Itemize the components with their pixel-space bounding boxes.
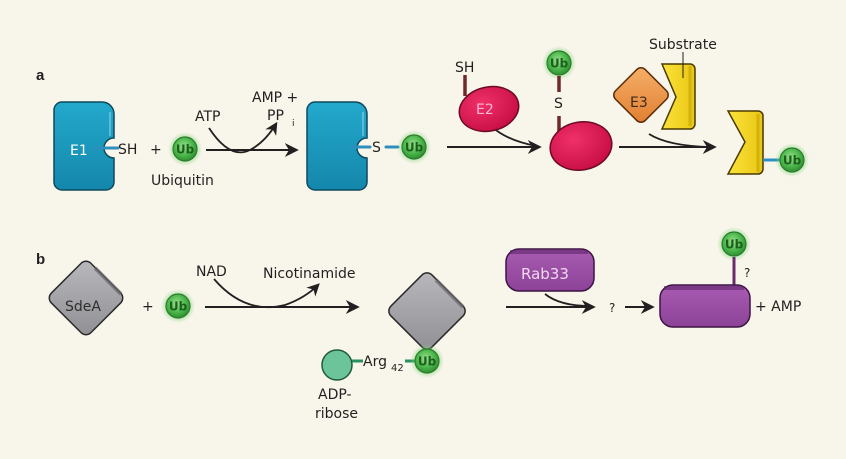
curved-arrow-atp — [208, 121, 278, 154]
rab33-label: Rab33 — [521, 265, 569, 283]
plus-sign-b: + — [142, 299, 154, 315]
nicotinamide-label: Nicotinamide — [263, 266, 355, 282]
ub-free-b: Ub — [160, 288, 196, 324]
curved-arrow-nad — [213, 278, 320, 309]
e1-thiol-label: SH — [118, 142, 137, 158]
sdea-label: SdeA — [65, 299, 101, 315]
e2-ub-thioester — [549, 121, 613, 171]
ub-on-e2-label: Ub — [550, 57, 569, 71]
adp-ribose-label-line2: ribose — [315, 406, 358, 422]
thioester-s-label-e1: S — [372, 140, 381, 156]
ub-on-e1-label: Ub — [405, 141, 424, 155]
substrate-bound — [660, 63, 696, 130]
e1-ub-thioester — [306, 101, 400, 191]
amp-byproduct: + AMP — [755, 299, 801, 315]
e3-label: E3 — [630, 95, 648, 111]
e2-enzyme: E2 — [458, 85, 520, 133]
ub-on-substrate: Ub — [774, 142, 810, 178]
adp-ribose-label-line1: ADP- — [318, 387, 352, 403]
panel-a-label: a — [36, 67, 45, 84]
e3-ligase: E3 — [613, 67, 669, 123]
ub-on-e2: Ub — [541, 45, 577, 81]
curved-arrow-rab33 — [544, 293, 591, 307]
ub-adp-ribosylated-label: Ub — [418, 355, 437, 369]
substrate-label: Substrate — [649, 37, 717, 53]
ppi-subscript: i — [292, 119, 295, 129]
curved-arrow-e3 — [648, 133, 711, 148]
e1-enzyme: E1 — [53, 101, 120, 191]
rab33-substrate: Rab33 — [505, 248, 595, 292]
ub-free-b-label: Ub — [169, 300, 188, 314]
ub-on-rab33-label: Ub — [725, 238, 744, 252]
ub-adp-ribosylated: Ub — [409, 343, 445, 379]
sdea-modified — [388, 272, 466, 350]
ub-on-substrate-label: Ub — [783, 154, 802, 168]
ubiquitinated-substrate — [726, 110, 780, 175]
e2-thiol-label: SH — [455, 60, 474, 76]
ubiquitinated-rab33 — [659, 284, 751, 328]
atp-label: ATP — [195, 109, 220, 125]
ub-free-a: Ub — [167, 131, 203, 167]
nad-label: NAD — [196, 264, 227, 280]
linkage-unknown: ? — [744, 266, 750, 280]
arg-subscript: 42 — [391, 363, 404, 374]
e1-label: E1 — [70, 143, 88, 159]
amp-label: AMP + — [252, 90, 298, 106]
arg-label: Arg — [363, 354, 387, 370]
ub-free-a-label: Ub — [176, 143, 195, 157]
e2-label: E2 — [476, 102, 494, 118]
unknown-intermediate: ? — [609, 301, 615, 315]
ub-on-e1: Ub — [396, 129, 432, 165]
ppi-label: PP — [267, 108, 284, 124]
ubiquitin-caption: Ubiquitin — [151, 173, 214, 189]
plus-sign-a: + — [150, 142, 162, 158]
thioester-s-label-e2: S — [554, 96, 563, 112]
sdea-enzyme: SdeA — [48, 260, 124, 336]
adp-ribose-moiety — [321, 349, 353, 381]
ub-on-rab33: Ub — [716, 226, 752, 262]
panel-b-label: b — [36, 251, 45, 268]
